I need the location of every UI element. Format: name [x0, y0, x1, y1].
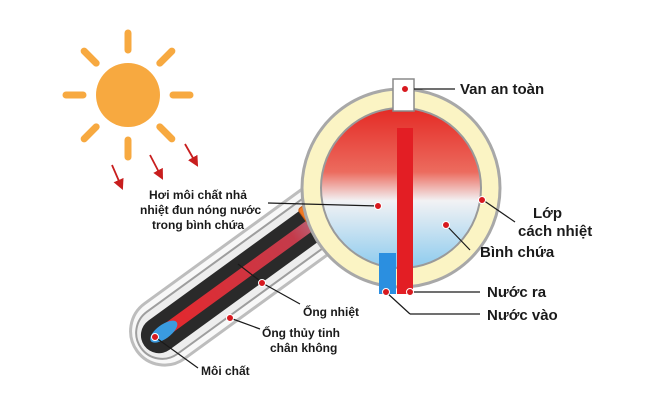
label-vapor-line1: Hơi môi chất nhả: [149, 188, 247, 202]
label-water-in: Nước vào: [487, 307, 558, 324]
label-medium: Môi chất: [201, 364, 250, 378]
sun-ray: [156, 123, 176, 143]
label-heat-pipe: Ống nhiệt: [303, 304, 359, 319]
sun-ray: [156, 47, 176, 67]
label-insulation-line1: Lớp: [533, 205, 562, 222]
pointer-lines: [154, 88, 516, 369]
label-vacuum-tube-line2: chân không: [270, 341, 337, 355]
label-insulation-line2: cách nhiệt: [518, 223, 592, 240]
label-vapor-line3: trong bình chứa: [152, 218, 244, 232]
sun-ray-arrow-icon: [111, 143, 199, 190]
inlet-pipe: [379, 253, 396, 294]
sun-rays: [62, 29, 194, 161]
vacuum-glass-tube: [129, 179, 369, 367]
safety-valve: [392, 78, 415, 112]
storage-tank: [300, 78, 502, 294]
outlet-pipe: [397, 128, 413, 294]
label-vacuum-tube-line1: Ống thủy tinh: [262, 325, 340, 340]
sun-icon: [62, 29, 194, 161]
label-safety-valve: Van an toàn: [460, 81, 544, 98]
sun-ray: [80, 123, 100, 143]
label-water-out: Nước ra: [487, 284, 547, 301]
sun-ray: [80, 47, 100, 67]
label-tank: Bình chứa: [480, 244, 555, 261]
label-vapor-line2: nhiệt đun nóng nước: [140, 203, 262, 217]
pointer-dots: [151, 85, 486, 341]
